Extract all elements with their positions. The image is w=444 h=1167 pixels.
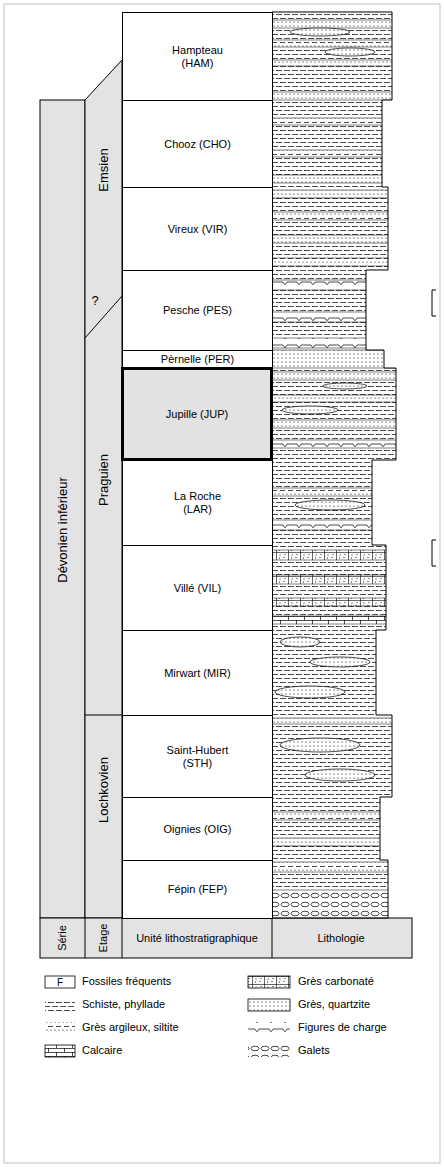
legend-text: Calcaire: [82, 1044, 122, 1057]
unit-box: Vireux (VIR): [122, 187, 273, 271]
unit-name: Villé (VIL): [174, 582, 221, 595]
unit-name: Saint-Hubert (STH): [162, 744, 234, 770]
legend-text: Figures de charge: [298, 1021, 387, 1034]
legend-swatch: [248, 999, 290, 1011]
column-header: Série: [56, 925, 69, 951]
header-row: [40, 918, 412, 958]
unit-box: Chooz (CHO): [122, 100, 273, 188]
legend-swatch: [248, 1022, 290, 1034]
legend-swatch: [45, 999, 75, 1011]
unit-name: Fépin (FEP): [168, 883, 227, 896]
unit-name: Pèrnelle (PER): [161, 353, 234, 366]
legend-swatch: [45, 976, 75, 988]
legend-text: Galets: [298, 1044, 330, 1057]
legend-swatch: [45, 1022, 75, 1034]
unit-box: Mirwart (MIR): [122, 630, 273, 716]
stage-name: Praguien: [97, 454, 110, 506]
stage-boundary: [85, 715, 122, 716]
legend-text: Fossiles fréquents: [82, 975, 171, 988]
unit-name: Oignies (OIG): [164, 823, 232, 836]
header-dividers: [85, 918, 272, 958]
legend-text: Grès argileux, siltite: [82, 1021, 179, 1034]
unit-box: Villé (VIL): [122, 545, 273, 631]
unit-box: Pesche (PES): [122, 270, 273, 351]
legend-text: Grès carbonaté: [298, 975, 374, 988]
unit-name: Vireux (VIR): [168, 223, 228, 236]
column-header: Unité lithostratigraphique: [132, 932, 262, 945]
unit-name: La Roche (LAR): [162, 490, 234, 516]
legend-swatch: [248, 976, 290, 988]
unit-box: Saint-Hubert (STH): [122, 715, 273, 798]
lithology-fill: [272, 12, 402, 918]
unit-name: Pesche (PES): [163, 304, 232, 317]
unit-box: Oignies (OIG): [122, 797, 273, 861]
figure-frame: [4, 4, 440, 1163]
weathering-profile: [272, 12, 396, 918]
stage-name: Lochkovien: [97, 757, 110, 823]
legend-swatch: [248, 1045, 290, 1057]
legend-text: Schiste, phyllade: [82, 998, 165, 1011]
unit-name: Hampteau (HAM): [162, 44, 234, 70]
unit-box: Jupille (JUP): [121, 367, 273, 461]
unit-name: Chooz (CHO): [164, 138, 231, 151]
column-header: Lithologie: [317, 932, 364, 945]
stage-name: ?: [91, 294, 98, 307]
legend-text: Grès, quartzite: [298, 998, 370, 1011]
unit-name: Jupille (JUP): [166, 408, 228, 421]
serie-column: [40, 100, 85, 918]
column-header: Etage: [97, 924, 110, 953]
unit-box: Fépin (FEP): [122, 860, 273, 919]
unit-box: La Roche (LAR): [122, 460, 273, 546]
unit-name: Mirwart (MIR): [164, 667, 231, 680]
etage-column: [85, 60, 122, 918]
stage-name: Emsien: [97, 148, 110, 191]
stage-boundary: [85, 296, 122, 338]
unit-box: Hampteau (HAM): [122, 12, 273, 101]
edge-mark: [432, 290, 436, 566]
legend-swatch: [45, 1045, 75, 1057]
legend-symbol: F: [57, 976, 63, 989]
series-name: Dévonien inférieur: [56, 477, 69, 583]
